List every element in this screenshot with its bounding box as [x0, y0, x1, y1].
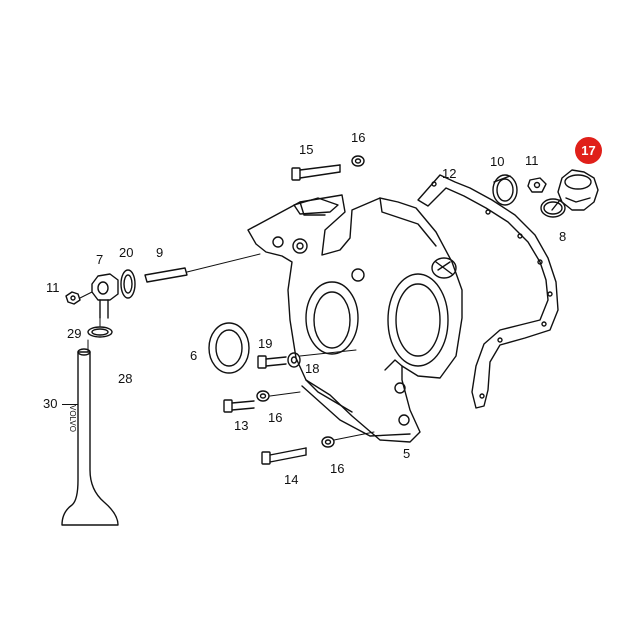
- leader-30: [62, 404, 78, 405]
- label-28: 28: [118, 371, 133, 386]
- washer-16-top: [352, 156, 364, 166]
- hose-30: [62, 352, 118, 525]
- label-29: 29: [67, 326, 82, 341]
- label-16-top: 16: [351, 130, 366, 145]
- gasket-20: [121, 270, 135, 298]
- washer-18: [288, 353, 300, 367]
- label-7: 7: [96, 252, 104, 267]
- cover-10: [493, 175, 517, 205]
- seal-ring-6: [209, 323, 249, 373]
- o-ring-8: [541, 199, 565, 217]
- label-16-mid: 16: [268, 410, 283, 425]
- gasket-12: [418, 175, 558, 408]
- hose-clamp-29: [88, 327, 112, 337]
- label-16-bottom: 16: [330, 461, 345, 476]
- label-19: 19: [258, 336, 273, 351]
- nut-11-right: [528, 178, 546, 192]
- label-30: 30: [43, 396, 58, 411]
- union-7: [92, 274, 118, 318]
- washer-16-mid: [257, 391, 269, 401]
- label-20: 20: [119, 245, 134, 260]
- label-15: 15: [299, 142, 314, 157]
- label-14: 14: [284, 472, 299, 487]
- bolt-14: [262, 448, 306, 464]
- label-8: 8: [559, 229, 567, 244]
- label-11-right: 11: [525, 153, 539, 168]
- hose-marking: VOLVO: [68, 405, 77, 432]
- timing-gear-cover-5: [248, 195, 462, 442]
- label-9: 9: [156, 245, 164, 260]
- washer-16-bottom: [322, 437, 334, 447]
- stud-9: [145, 254, 260, 282]
- label-10: 10: [490, 154, 505, 169]
- bolt-19: [258, 356, 286, 368]
- bolt-13: [224, 400, 254, 412]
- oil-filler-cap-17: [552, 170, 598, 210]
- nut-11-left: [66, 292, 80, 304]
- label-12: 12: [442, 166, 457, 181]
- label-11-left: 11: [46, 280, 60, 295]
- label-6: 6: [190, 348, 198, 363]
- cover-flange: [302, 386, 410, 436]
- label-18: 18: [305, 361, 320, 376]
- label-13: 13: [234, 418, 249, 433]
- label-17-highlighted: 17: [575, 137, 602, 164]
- label-5: 5: [403, 446, 411, 461]
- bolt-15: [292, 165, 340, 180]
